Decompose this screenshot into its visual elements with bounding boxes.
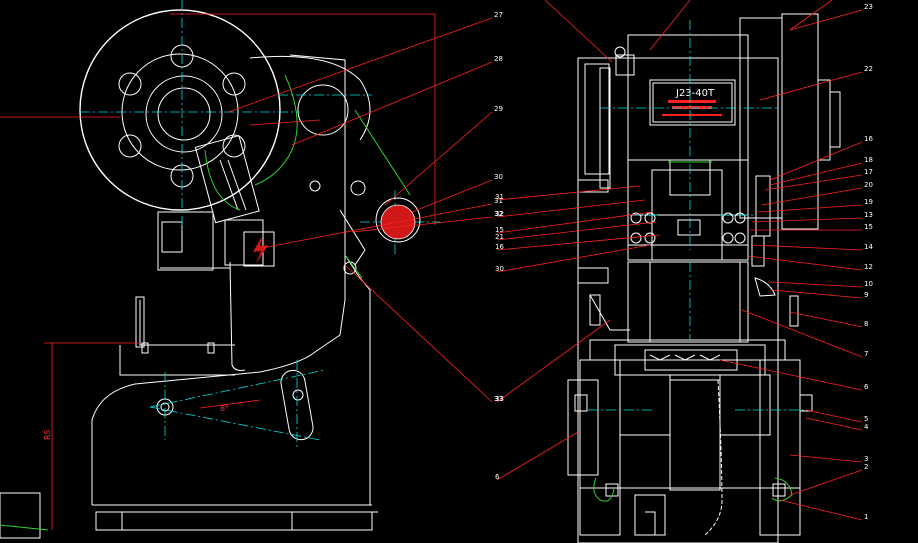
front-right-label: 2 [864, 463, 868, 471]
front-right-label: 4 [864, 423, 869, 431]
side-leaders [227, 17, 493, 403]
front-right-label: 19 [864, 198, 873, 206]
front-right-label: 17 [864, 168, 873, 176]
front-right-label: 12 [864, 263, 873, 271]
front-right-leader-13 [751, 217, 863, 223]
side-view [0, 9, 378, 539]
front-left-leader-16 [496, 234, 661, 251]
front-right-leader-6 [719, 359, 863, 391]
front-right-label: 8 [864, 320, 868, 328]
front-left-label: 21 [495, 233, 504, 241]
front-right-label: 7 [864, 350, 868, 358]
warning-badge-icon [243, 231, 275, 267]
front-left-label: 6 [495, 473, 500, 481]
front-right-label: 13 [864, 211, 873, 219]
front-left-label: 32 [495, 210, 504, 218]
side-view-accents [0, 74, 411, 531]
side-leader-33 [344, 264, 493, 403]
front-right-leader-9 [771, 289, 863, 299]
front-left-label: 31 [495, 193, 504, 201]
side-label: 30 [494, 173, 503, 181]
side-label: 28 [494, 55, 503, 63]
front-right-leader-5 [805, 409, 863, 423]
nameplate-red-text [662, 100, 722, 116]
front-right-leader-16 [769, 141, 863, 181]
front-left-label: 16 [495, 243, 504, 251]
top-leader-line [544, 0, 613, 63]
side-leader-29 [384, 111, 493, 206]
front-left-leader-31 [496, 185, 641, 201]
front-right-leader-14 [751, 244, 863, 251]
front-right-label: 1 [864, 513, 868, 521]
front-right-leader-3 [789, 454, 863, 463]
front-right-label: 3 [864, 455, 868, 463]
side-label: 33 [494, 395, 503, 403]
front-right-leader-18 [769, 162, 863, 186]
top-leader-line [649, 0, 691, 51]
front-right-leader-10 [769, 281, 863, 288]
side-leader-28 [291, 61, 493, 146]
front-right-label: 10 [864, 280, 873, 288]
front-left-leader-33 [496, 319, 611, 403]
side-leader-27 [227, 17, 493, 113]
front-right-leader-12 [747, 255, 863, 271]
front-left-label: 15 [495, 226, 504, 234]
front-left-label: 33 [495, 395, 504, 403]
side-label: 32 [494, 210, 503, 218]
front-left-leader-21 [496, 221, 657, 241]
front-right-leader-8 [789, 311, 863, 328]
front-right-leader-4 [805, 417, 863, 431]
side-roller [375, 197, 421, 243]
front-right-label: 18 [864, 156, 873, 164]
front-right-leader-7 [741, 309, 863, 358]
front-right-label: 15 [864, 223, 873, 231]
front-labels: 2322161817201913151412109876543213132152… [495, 3, 873, 521]
side-label: 31 [494, 197, 503, 205]
front-right-label: 6 [864, 383, 869, 391]
side-label: 29 [494, 105, 503, 113]
front-right-label: 22 [864, 65, 873, 73]
front-left-leader-32 [496, 199, 646, 218]
front-view-accents [593, 161, 793, 502]
front-right-label: 23 [864, 3, 873, 11]
side-labels: 27 28 29 30 31 32 33 [494, 11, 503, 403]
front-right-leader-19 [757, 204, 863, 213]
front-right-label: 14 [864, 243, 873, 251]
front-right-leader-20 [761, 187, 863, 206]
side-leader-30 [411, 179, 493, 213]
front-left-leader-6 [496, 431, 579, 481]
dimension-left [0, 13, 436, 530]
front-right-leader-22 [759, 71, 863, 101]
angle-mark: 8° [220, 404, 229, 413]
nameplate-title: J23-40T [675, 88, 715, 99]
front-right-label: 9 [864, 291, 868, 299]
front-right-label: 20 [864, 181, 873, 189]
top-leader-line [789, 0, 833, 31]
front-left-leader-30 [496, 244, 651, 273]
front-right-leader-1 [779, 499, 863, 521]
front-center-lines [588, 20, 805, 411]
dimension-left-label: R5 [43, 429, 52, 440]
front-right-leader-2 [789, 469, 863, 496]
side-label: 27 [494, 11, 503, 19]
front-right-label: 16 [864, 135, 873, 143]
side-leader-31 [261, 203, 493, 249]
side-leader-32 [351, 216, 493, 233]
front-right-leader-17 [764, 174, 863, 191]
front-right-leader-23 [789, 9, 863, 31]
front-right-label: 5 [864, 415, 868, 423]
front-left-leader-15 [496, 211, 653, 234]
front-left-label: 30 [495, 265, 504, 273]
front-leaders [496, 0, 863, 521]
